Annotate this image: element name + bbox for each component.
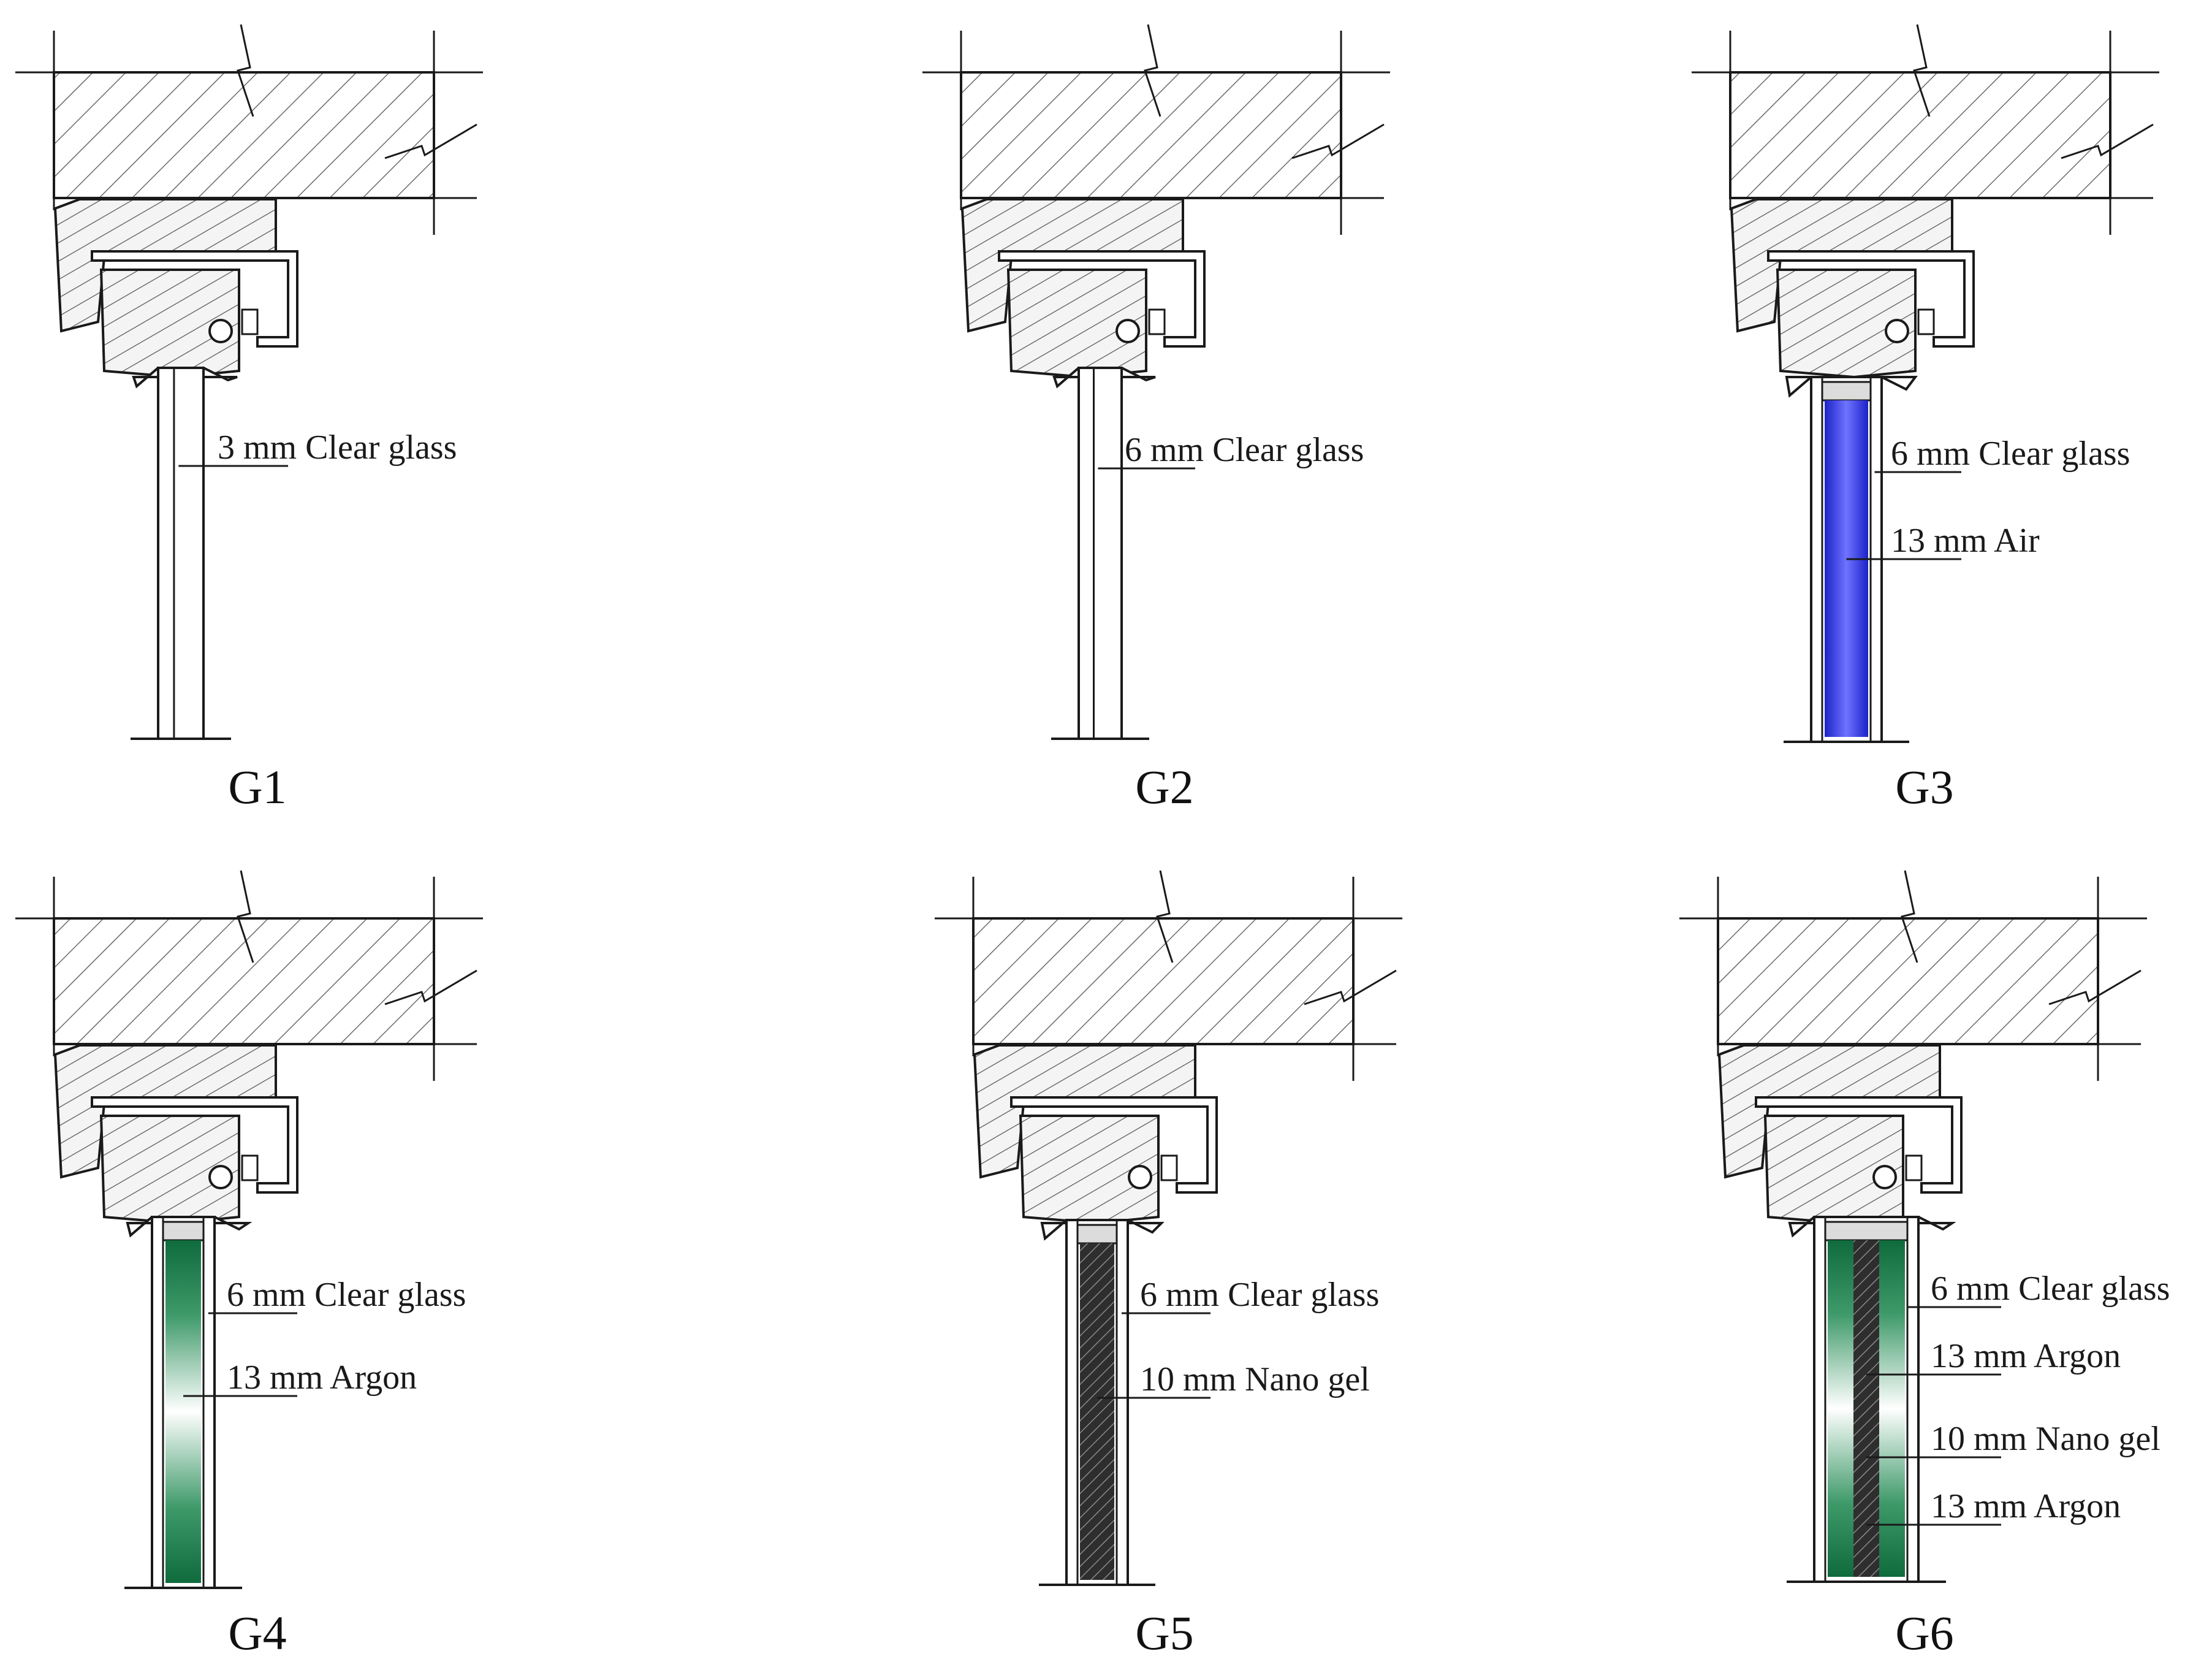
- break-symbol: [237, 870, 254, 963]
- nanogel-layer: [1853, 1240, 1879, 1577]
- seal-gasket: [1128, 1165, 1152, 1189]
- seal-gasket: [1160, 1154, 1178, 1181]
- break-symbol: [384, 969, 477, 1005]
- argon-cavity: [1828, 1240, 1853, 1577]
- break-symbol: [2061, 123, 2154, 159]
- spacer-bar: [1821, 381, 1872, 402]
- layer-label: 13 mm Air: [1891, 522, 2040, 560]
- seal-gasket: [1872, 1165, 1897, 1189]
- air-cavity: [1825, 400, 1868, 737]
- layer-label: 6 mm Clear glass: [1125, 431, 1364, 469]
- seal-gasket: [208, 1165, 233, 1189]
- break-symbol: [1901, 870, 1918, 963]
- layer-label: 3 mm Clear glass: [218, 429, 457, 467]
- glass-pane: [157, 367, 205, 740]
- seal-gasket: [1917, 308, 1935, 335]
- panel-g6: 6 mm Clear glass 13 mm Argon 10 mm Nano ge…: [1679, 870, 2170, 1660]
- panel-caption: G6: [1895, 1606, 1953, 1660]
- concrete-lintel: [1717, 917, 2099, 1045]
- argon-cavity: [165, 1240, 201, 1583]
- layer-label: 10 mm Nano gel: [1140, 1360, 1370, 1398]
- aluminium-profile: [91, 1096, 298, 1194]
- layer-label: 6 mm Clear glass: [1140, 1276, 1379, 1314]
- spacer-bar: [1076, 1224, 1118, 1245]
- break-symbol: [384, 123, 477, 159]
- layer-label: 13 mm Argon: [1931, 1337, 2121, 1375]
- panel-caption: G2: [1135, 760, 1193, 814]
- seal-gasket: [1905, 1154, 1923, 1181]
- aluminium-profile: [1755, 1096, 1963, 1194]
- break-symbol: [1304, 969, 1397, 1005]
- spacer-bar: [162, 1221, 205, 1241]
- break-symbol: [1913, 24, 1931, 117]
- layer-label: 6 mm Clear glass: [227, 1276, 466, 1314]
- break-symbol: [237, 24, 254, 117]
- break-symbol: [1144, 24, 1161, 117]
- concrete-lintel: [53, 71, 435, 199]
- seal-gasket: [1116, 319, 1140, 343]
- layer-label: 13 mm Argon: [227, 1359, 417, 1397]
- aluminium-profile: [1767, 250, 1975, 348]
- spacer-bar: [1824, 1221, 1909, 1241]
- glass-pane: [1077, 367, 1123, 740]
- seal-gasket: [241, 1154, 259, 1181]
- argon-cavity: [1879, 1240, 1905, 1577]
- layer-label: 10 mm Nano gel: [1931, 1420, 2161, 1458]
- aluminium-profile: [1010, 1096, 1218, 1194]
- seal-gasket: [208, 319, 233, 343]
- break-symbol: [2048, 969, 2142, 1005]
- panel-caption: G3: [1895, 760, 1953, 814]
- wood-sash: [1776, 269, 1917, 379]
- seal-gasket: [1148, 308, 1166, 335]
- aluminium-profile: [91, 250, 298, 348]
- break-symbol: [1156, 870, 1174, 963]
- break-symbol: [1291, 123, 1385, 159]
- seal-gasket: [241, 308, 259, 335]
- nanogel-layer: [1080, 1243, 1114, 1580]
- panel-caption: G5: [1135, 1606, 1193, 1660]
- concrete-lintel: [972, 917, 1355, 1045]
- aluminium-profile: [998, 250, 1206, 348]
- layer-label: 6 mm Clear glass: [1931, 1270, 2170, 1308]
- panel-caption: G4: [228, 1606, 286, 1660]
- layer-label: 6 mm Clear glass: [1891, 435, 2130, 473]
- layer-label: 13 mm Argon: [1931, 1487, 2121, 1525]
- seal-gasket: [1885, 319, 1909, 343]
- concrete-lintel: [53, 917, 435, 1045]
- panel-caption: G1: [228, 760, 286, 814]
